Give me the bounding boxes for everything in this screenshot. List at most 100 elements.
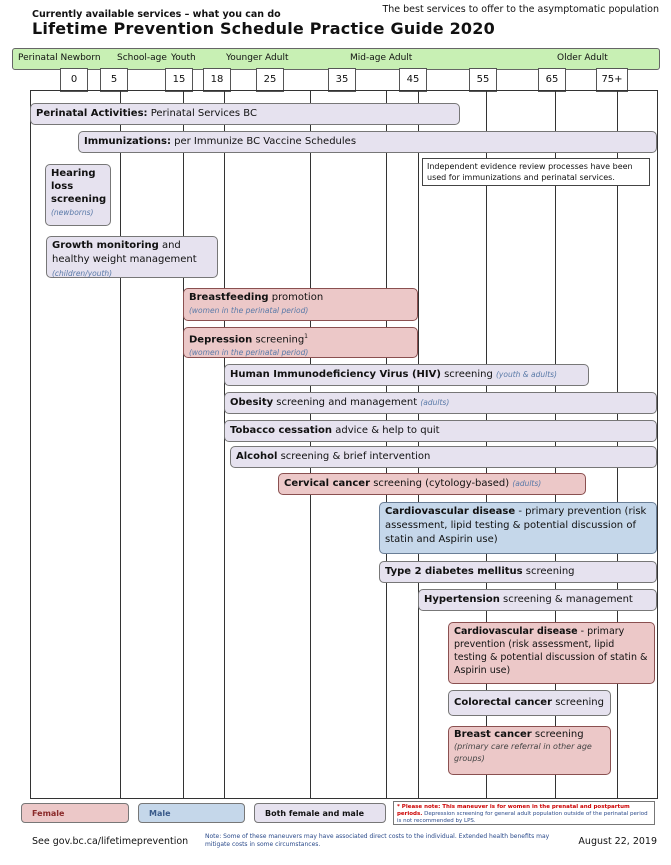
age-35: 35 <box>328 68 356 92</box>
legend-both: Both female and male <box>254 803 386 823</box>
bar-title: Cardiovascular disease <box>385 506 516 517</box>
bar-text: screening and management <box>273 397 421 408</box>
age-group-perinatal: Perinatal Newborn <box>18 53 101 63</box>
bar-title: Cardiovascular disease <box>454 626 578 637</box>
subtitle: Currently available services – what you … <box>32 9 281 20</box>
bar-title: Type 2 diabetes mellitus <box>385 566 523 577</box>
bar-note: (newborns) <box>51 208 94 217</box>
tobacco-bar: Tobacco cessation advice & help to quit <box>224 420 657 442</box>
breast-cancer-bar: Breast cancer screening (primary care ref… <box>448 726 611 775</box>
immunizations-bar: Immunizations: per Immunize BC Vaccine S… <box>78 131 657 153</box>
grid-line <box>224 90 225 798</box>
bar-text: screening <box>531 729 584 740</box>
age-group-older-adult: Older Adult <box>557 53 608 63</box>
growth-monitoring-bar: Growth monitoring and healthy weight man… <box>46 236 218 278</box>
legend-female: Female <box>21 803 129 823</box>
bar-text: promotion <box>268 292 324 303</box>
age-45: 45 <box>399 68 427 92</box>
grid-frame <box>30 90 31 798</box>
breastfeeding-bar: Breastfeeding promotion (women in the per… <box>183 288 418 321</box>
bar-text: and healthy weight management <box>52 240 197 265</box>
bar-text: screening (cytology-based) <box>370 478 513 489</box>
perinatal-activities-bar: Perinatal Activities: Perinatal Services… <box>30 103 460 125</box>
bar-title: Human Immunodeficiency Virus (HIV) <box>230 369 441 380</box>
age-group-mid-adult: Mid-age Adult <box>350 53 413 63</box>
bar-title: Cervical cancer <box>284 478 371 489</box>
grid-line <box>486 90 487 798</box>
age-55: 55 <box>469 68 497 92</box>
bar-title: Immunizations: <box>84 136 171 147</box>
cervical-cancer-bar: Cervical cancer screening (cytology-base… <box>278 473 586 495</box>
please-note-rest: Depression screening for general adult p… <box>397 811 648 824</box>
footer-date: August 22, 2019 <box>578 836 657 847</box>
grid-line <box>617 90 618 798</box>
tagline: The best services to offer to the asympt… <box>382 4 659 15</box>
bar-note: (primary care referral in other age grou… <box>454 742 592 763</box>
bar-note: (women in the perinatal period) <box>189 306 309 315</box>
bar-text: screening & management <box>499 594 633 605</box>
grid-line <box>386 90 387 798</box>
bar-text: screening & brief intervention <box>277 451 431 462</box>
bar-title: Growth monitoring <box>52 240 159 251</box>
age-65: 65 <box>538 68 566 92</box>
hiv-bar: Human Immunodeficiency Virus (HIV) scree… <box>224 364 589 386</box>
grid-line <box>555 90 556 798</box>
footer-link[interactable]: See gov.bc.ca/lifetimeprevention <box>32 836 189 847</box>
age-group-school: School-age <box>117 53 167 63</box>
cvd-male-bar: Cardiovascular disease - primary prevent… <box>379 502 657 554</box>
age-0: 0 <box>60 68 88 92</box>
cvd-female-bar: Cardiovascular disease - primary prevent… <box>448 622 655 684</box>
grid-line <box>310 90 311 798</box>
bar-title: Obesity <box>230 397 274 408</box>
bar-title: Breastfeeding <box>189 292 269 303</box>
bar-text: - primary prevention (risk assessment, l… <box>385 506 647 545</box>
bar-title: Hypertension <box>424 594 500 605</box>
age-group-youth: Youth <box>171 53 196 63</box>
age-75: 75+ <box>596 68 628 92</box>
please-note-red: * Please note: This maneuver is for wome… <box>397 804 630 817</box>
footnote-mark: 1 <box>304 333 308 340</box>
bar-note: (adults) <box>512 479 542 488</box>
age-group-younger-adult: Younger Adult <box>226 53 289 63</box>
please-note-box: * Please note: This maneuver is for wome… <box>393 801 655 825</box>
bar-note: (women in the perinatal period) <box>189 348 309 358</box>
bar-text: - primary prevention (risk assessment, l… <box>454 626 648 676</box>
bar-title: Perinatal Activities: <box>36 108 148 119</box>
bar-text: advice & help to quit <box>332 425 440 436</box>
bar-title: Depression <box>189 334 253 346</box>
bar-title: Tobacco cessation <box>230 425 333 436</box>
bar-text: screening <box>552 697 604 708</box>
bar-text: screening <box>440 369 496 380</box>
bar-title: Hearing loss screening <box>51 168 107 205</box>
age-25: 25 <box>256 68 284 92</box>
grid-frame <box>30 90 658 91</box>
grid-frame <box>30 798 658 799</box>
bar-title: Colorectal cancer <box>454 697 553 708</box>
hearing-loss-bar: Hearing loss screening (newborns) <box>45 164 111 226</box>
depression-bar: Depression screening1 (women in the perin… <box>183 327 418 358</box>
bar-note: (youth & adults) <box>496 370 557 379</box>
age-18: 18 <box>203 68 231 92</box>
page-title: Lifetime Prevention Schedule Practice Gu… <box>32 19 495 38</box>
grid-line <box>418 90 419 798</box>
bar-text: Perinatal Services BC <box>147 108 257 119</box>
bar-text: per Immunize BC Vaccine Schedules <box>170 136 357 147</box>
bar-note: (children/youth) <box>52 269 113 278</box>
legend-male: Male <box>138 803 245 823</box>
bar-note: (adults) <box>420 398 450 407</box>
bar-title: Breast cancer <box>454 729 532 740</box>
obesity-bar: Obesity screening and management (adults… <box>224 392 657 414</box>
bar-title: Alcohol <box>236 451 278 462</box>
hypertension-bar: Hypertension screening & management <box>418 589 657 611</box>
colorectal-bar: Colorectal cancer screening <box>448 690 611 716</box>
independent-review-note: Independent evidence review processes ha… <box>422 158 650 186</box>
age-5: 5 <box>100 68 128 92</box>
alcohol-bar: Alcohol screening & brief intervention <box>230 446 657 468</box>
footer-note: Note: Some of these maneuvers may have a… <box>205 833 550 848</box>
age-15: 15 <box>165 68 193 92</box>
bar-text: screening <box>252 334 305 346</box>
diabetes-bar: Type 2 diabetes mellitus screening <box>379 561 657 583</box>
grid-line <box>120 90 121 798</box>
bar-text: screening <box>522 566 575 577</box>
grid-line <box>183 90 184 798</box>
